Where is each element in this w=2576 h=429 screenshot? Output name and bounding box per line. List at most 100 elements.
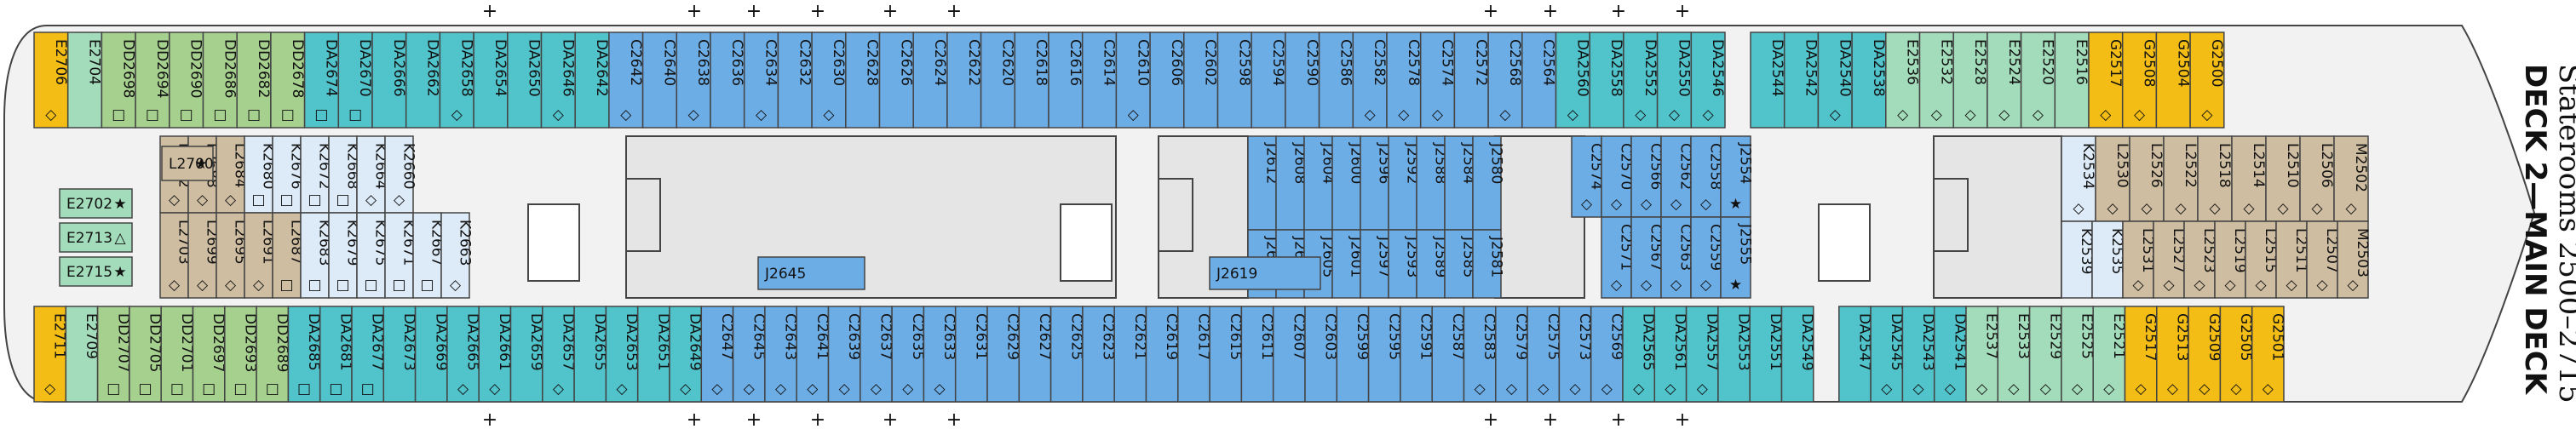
stateroom-da2670[interactable]: DA2670□ (337, 31, 373, 129)
stateroom-dd2678[interactable]: DD2678□ (270, 31, 306, 129)
stateroom-c2647[interactable]: C2647◇ (700, 306, 735, 403)
stateroom-l2511[interactable]: L2511◇ (2275, 220, 2309, 299)
stateroom-g2501[interactable]: G2501◇ (2251, 306, 2286, 403)
stateroom-da2661[interactable]: DA2661◇ (478, 306, 513, 403)
stateroom-j2597[interactable]: J2597 (1360, 229, 1393, 299)
stateroom-l2526[interactable]: L2526◇ (2129, 135, 2165, 222)
stateroom-c2579[interactable]: C2579◇ (1495, 306, 1530, 403)
stateroom-c2582[interactable]: C2582◇ (1352, 31, 1388, 129)
stateroom-j2584[interactable]: J2584 (1444, 135, 1477, 231)
stateroom-c2562[interactable]: C2562◇ (1660, 135, 1694, 218)
stateroom-c2628[interactable]: C2628 (845, 31, 881, 129)
stateroom-k2671[interactable]: K2671□ (384, 212, 417, 299)
stateroom-k2676[interactable]: K2676□ (272, 135, 305, 214)
stateroom-e2702[interactable]: E2702★ (59, 188, 133, 219)
stateroom-c2630[interactable]: C2630◇ (811, 31, 847, 129)
stateroom-j2554[interactable]: J2554★ (1720, 135, 1754, 218)
stateroom-c2573[interactable]: C2573◇ (1558, 306, 1593, 403)
stateroom-da2685[interactable]: DA2685□ (287, 306, 322, 403)
stateroom-dd2697[interactable]: DD2697□ (192, 306, 227, 403)
stateroom-j2588[interactable]: J2588 (1416, 135, 1449, 231)
stateroom-e2516[interactable]: E2516 (2054, 31, 2090, 129)
stateroom-c2616[interactable]: C2616 (1048, 31, 1084, 129)
stateroom-da2662[interactable]: DA2662 (405, 31, 441, 129)
stateroom-c2575[interactable]: C2575◇ (1527, 306, 1561, 403)
stateroom-c2620[interactable]: C2620 (980, 31, 1016, 129)
stateroom-k2672[interactable]: K2672□ (300, 135, 333, 214)
stateroom-g2513[interactable]: G2513◇ (2156, 306, 2191, 403)
stateroom-da2674[interactable]: DA2674□ (303, 31, 340, 129)
stateroom-c2615[interactable]: C2615 (1209, 306, 1244, 403)
stateroom-j2608[interactable]: J2608 (1275, 135, 1308, 231)
stateroom-c2607[interactable]: C2607 (1272, 306, 1308, 403)
stateroom-e2711[interactable]: E2711◇ (33, 306, 68, 403)
stateroom-e2520[interactable]: E2520◇ (2020, 31, 2056, 129)
stateroom-da2553[interactable]: DA2553 (1717, 306, 1752, 403)
stateroom-l2687[interactable]: L2687□ (272, 212, 305, 299)
stateroom-j2596[interactable]: J2596 (1360, 135, 1393, 231)
stateroom-c2643[interactable]: C2643◇ (764, 306, 799, 403)
stateroom-e2536[interactable]: E2536◇ (1885, 31, 1921, 129)
stateroom-l2684[interactable]: L2684◇ (216, 135, 249, 214)
stateroom-dd2707[interactable]: DD2707□ (96, 306, 132, 403)
stateroom-c2568[interactable]: C2568◇ (1487, 31, 1523, 129)
stateroom-l2510[interactable]: L2510◇ (2265, 135, 2301, 222)
stateroom-l2515[interactable]: L2515◇ (2245, 220, 2279, 299)
stateroom-da2659[interactable]: DA2659 (509, 306, 545, 403)
stateroom-l2519[interactable]: L2519◇ (2214, 220, 2248, 299)
stateroom-j2593[interactable]: J2593 (1388, 229, 1421, 299)
stateroom-c2606[interactable]: C2606 (1149, 31, 1185, 129)
stateroom-c2594[interactable]: C2594 (1251, 31, 1286, 129)
stateroom-c2598[interactable]: C2598 (1216, 31, 1253, 129)
stateroom-da2657[interactable]: DA2657◇ (542, 306, 577, 403)
stateroom-j2585[interactable]: J2585 (1444, 229, 1477, 299)
stateroom-c2637[interactable]: C2637◇ (860, 306, 894, 403)
stateroom-c2635[interactable]: C2635◇ (891, 306, 926, 403)
stateroom-g2517[interactable]: G2517◇ (2124, 306, 2159, 403)
stateroom-l2514[interactable]: L2514◇ (2231, 135, 2267, 222)
stateroom-l2703[interactable]: L2703◇ (159, 212, 193, 299)
stateroom-da2642[interactable]: DA2642 (574, 31, 610, 129)
stateroom-j2555[interactable]: J2555★ (1720, 216, 1754, 299)
stateroom-l2700[interactable]: L2700★ (161, 146, 214, 181)
stateroom-c2559[interactable]: C2559◇ (1690, 216, 1724, 299)
stateroom-l2531[interactable]: L2531◇ (2122, 220, 2156, 299)
stateroom-g2500[interactable]: G2500◇ (2189, 31, 2225, 129)
stateroom-e2533[interactable]: E2533◇ (1997, 306, 2032, 403)
stateroom-da2541[interactable]: DA2541◇ (1933, 306, 1969, 403)
stateroom-da2565[interactable]: DA2565◇ (1622, 306, 1657, 403)
stateroom-da2561[interactable]: DA2561◇ (1653, 306, 1688, 403)
stateroom-c2622[interactable]: C2622 (946, 31, 982, 129)
stateroom-da2546[interactable]: DA2546◇ (1690, 31, 1726, 129)
stateroom-c2636[interactable]: C2636 (710, 31, 745, 129)
stateroom-c2642[interactable]: C2642◇ (608, 31, 644, 129)
stateroom-c2586[interactable]: C2586 (1318, 31, 1354, 129)
stateroom-da2538[interactable]: DA2538 (1851, 31, 1887, 129)
stateroom-k2680[interactable]: K2680□ (244, 135, 277, 214)
stateroom-k2683[interactable]: K2683□ (300, 212, 333, 299)
stateroom-j2601[interactable]: J2601 (1331, 229, 1365, 299)
stateroom-l2695[interactable]: L2695◇ (216, 212, 249, 299)
stateroom-da2544[interactable]: DA2544 (1750, 31, 1785, 129)
stateroom-c2639[interactable]: C2639◇ (827, 306, 863, 403)
stateroom-j2645[interactable]: J2645 (757, 256, 865, 290)
stateroom-da2550[interactable]: DA2550◇ (1656, 31, 1693, 129)
stateroom-c2587[interactable]: C2587 (1431, 306, 1466, 403)
stateroom-da2658[interactable]: DA2658◇ (439, 31, 474, 129)
stateroom-k2539[interactable]: K2539 (2061, 220, 2095, 299)
stateroom-c2590[interactable]: C2590 (1285, 31, 1320, 129)
stateroom-j2600[interactable]: J2600 (1331, 135, 1365, 231)
stateroom-da2673[interactable]: DA2673 (382, 306, 417, 403)
stateroom-g2505[interactable]: G2505◇ (2219, 306, 2254, 403)
stateroom-c2611[interactable]: C2611 (1240, 306, 1275, 403)
stateroom-k2668[interactable]: K2668□ (328, 135, 361, 214)
stateroom-e2532[interactable]: E2532◇ (1918, 31, 1955, 129)
stateroom-c2563[interactable]: C2563◇ (1660, 216, 1694, 299)
stateroom-j2612[interactable]: J2612 (1247, 135, 1280, 231)
stateroom-dd2686[interactable]: DD2686□ (202, 31, 239, 129)
stateroom-c2574[interactable]: C2574◇ (1571, 135, 1605, 218)
stateroom-c2621[interactable]: C2621 (1113, 306, 1148, 403)
stateroom-j2604[interactable]: J2604 (1303, 135, 1337, 231)
stateroom-k2667[interactable]: K2667□ (412, 212, 446, 299)
stateroom-e2529[interactable]: E2529◇ (2028, 306, 2064, 403)
